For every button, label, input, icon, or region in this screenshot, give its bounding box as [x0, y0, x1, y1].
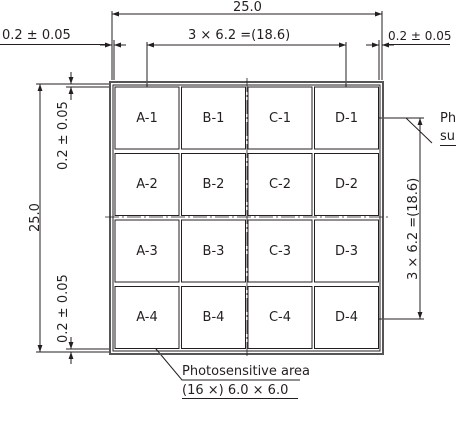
dim-overall-height-label: 25.0 [28, 203, 43, 232]
right-callout-underline [440, 145, 456, 146]
photosensitive-pad [247, 86, 313, 150]
gap-right-underline [388, 44, 450, 45]
photosensitive-area-spec: (16 ×) 6.0 × 6.0 [182, 383, 289, 398]
pad-label: A-1 [136, 110, 158, 126]
photosensitive-pad [181, 219, 246, 283]
pad-label: B-1 [202, 110, 225, 126]
right-callout-leader [375, 117, 433, 144]
pad-label: C-4 [268, 310, 292, 325]
photosensitive-spec-underline [182, 398, 298, 399]
pad-label: A-2 [136, 177, 158, 192]
photosensitive-pad [314, 286, 379, 349]
dim-pitch-v-label: 3 × 6.2 =(18.6) [406, 177, 421, 280]
dim-gap-top-label: 0.2 ± 0.05 [56, 101, 71, 170]
pad-label: B-4 [202, 310, 225, 325]
pad-label: D-3 [335, 243, 358, 259]
dim-overall-width-label: 25.0 [233, 0, 262, 15]
pad-label: C-3 [268, 243, 292, 259]
right-callout-line2: sur [440, 129, 456, 144]
photosensitive-pad [247, 219, 313, 283]
photosensitive-pad [314, 86, 379, 150]
dim-gap-bottom-label: 0.2 ± 0.05 [56, 274, 71, 343]
photosensitive-pad [114, 219, 180, 283]
photosensitive-pad [247, 153, 313, 216]
photosensitive-pad [114, 286, 180, 349]
photosensitive-pad [247, 286, 313, 349]
photosensitive-pad [181, 153, 246, 216]
pad-label: D-2 [335, 177, 358, 192]
photosensitive-pad [181, 86, 246, 150]
photosensitive-pad [114, 153, 180, 216]
pad-label: D-1 [335, 110, 358, 126]
right-callout-line1: Pho [440, 111, 456, 126]
photosensitive-pad [181, 286, 246, 349]
pad-label: A-3 [136, 243, 158, 259]
gap-left-underline [0, 44, 105, 45]
pad-label: A-4 [136, 310, 158, 325]
pad-label: C-2 [268, 177, 292, 192]
photosensitive-pad [114, 86, 180, 150]
photosensitive-pad [314, 153, 379, 216]
pad-label: C-1 [268, 110, 292, 126]
photosensitive-area-title: Photosensitive area [182, 364, 311, 379]
dim-gap-right-label: 0.2 ± 0.05 [388, 29, 452, 43]
dim-pitch-h-label: 3 × 6.2 =(18.6) [188, 28, 291, 43]
dim-gap-left-label: 0.2 ± 0.05 [2, 28, 71, 43]
package-frame [109, 81, 384, 355]
pad-label: D-4 [335, 310, 358, 325]
pad-label: B-3 [202, 243, 225, 259]
pad-label: B-2 [202, 177, 225, 192]
photosensitive-pad [314, 219, 379, 283]
